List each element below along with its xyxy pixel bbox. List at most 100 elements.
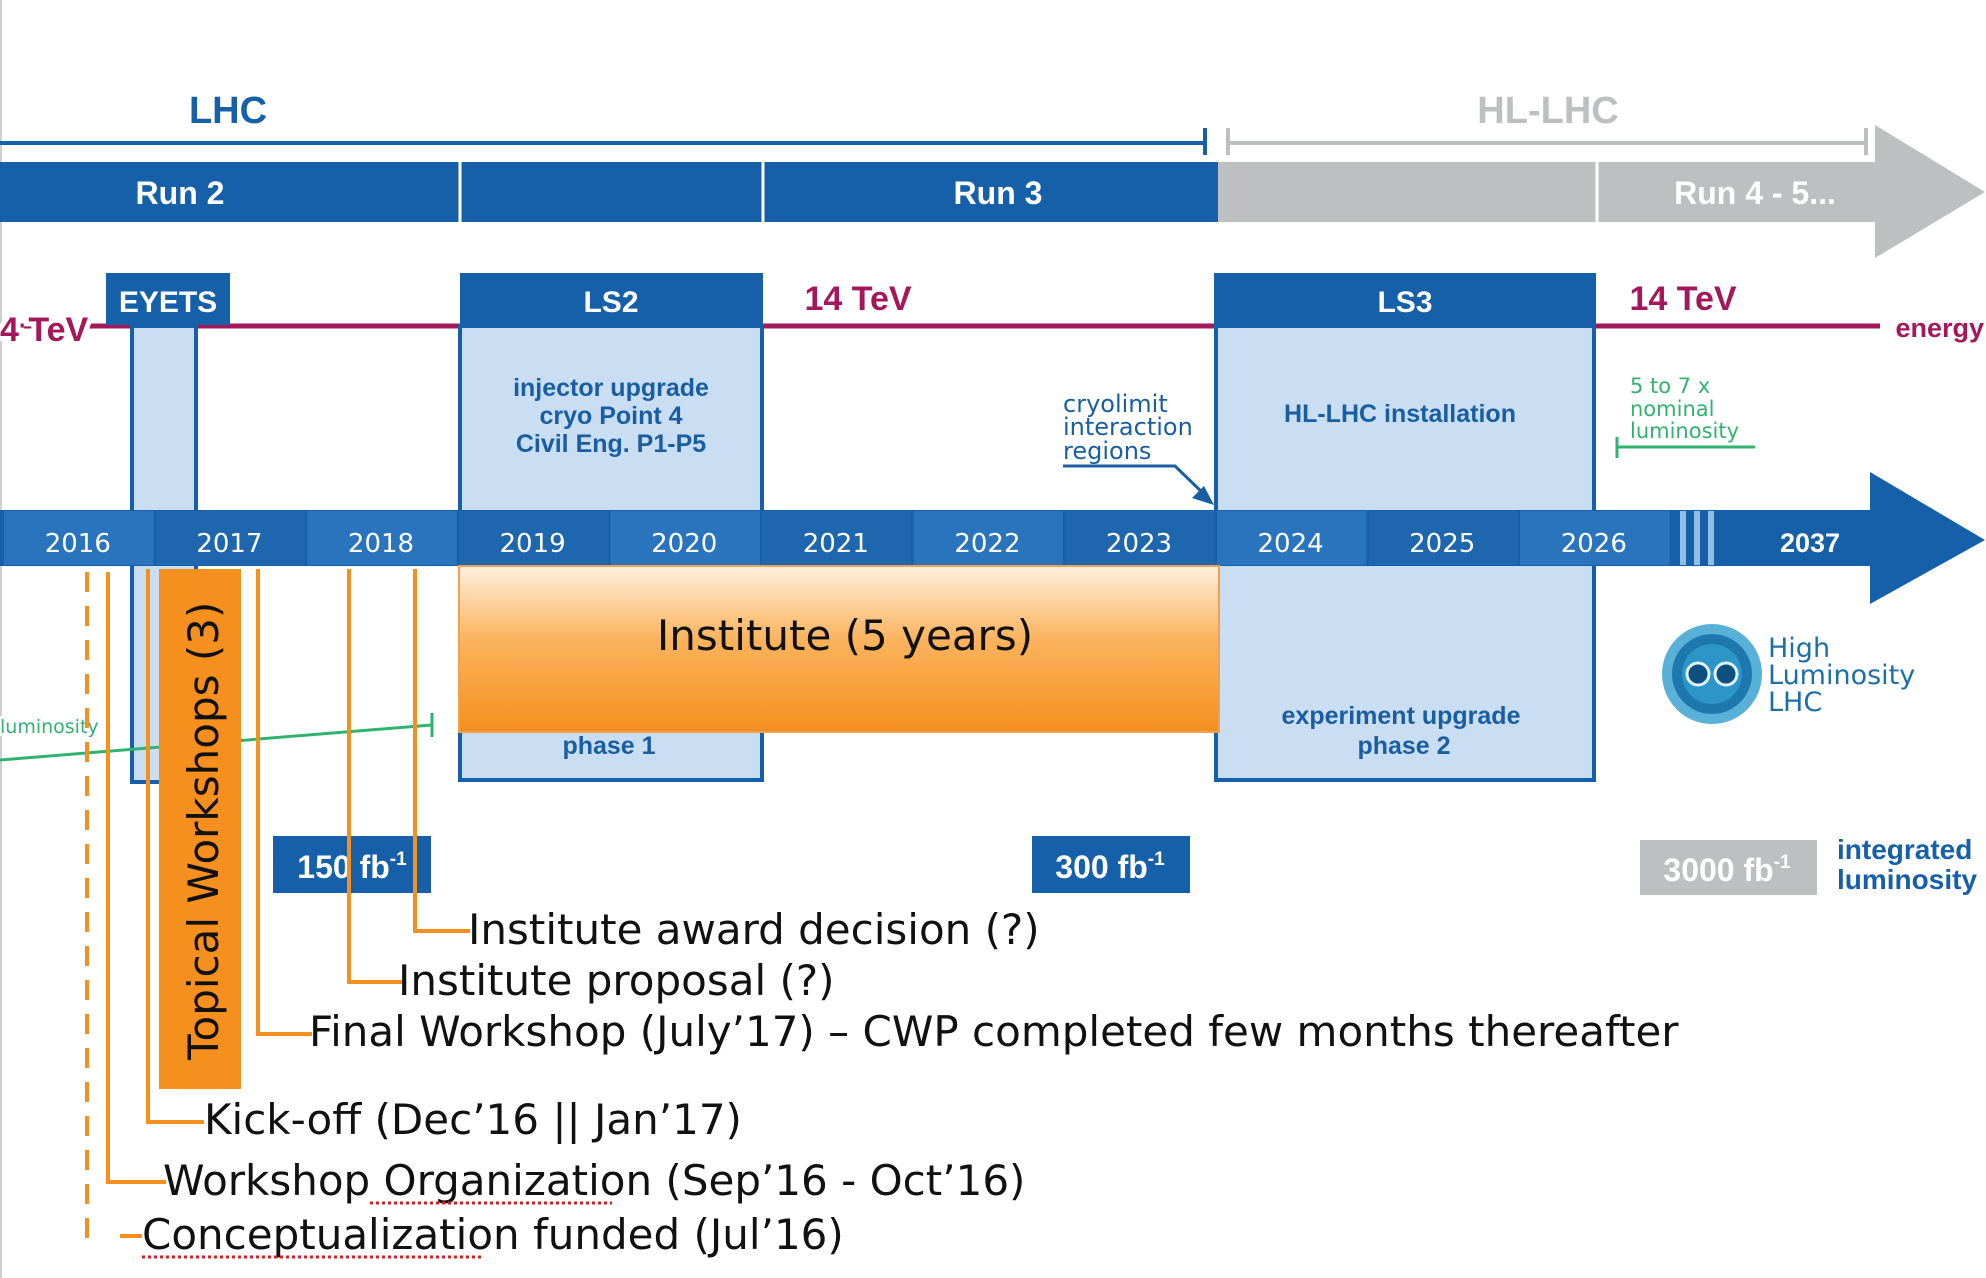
year-cell — [307, 511, 457, 565]
year-label-2026: 2026 — [1561, 529, 1627, 559]
milestone-conceptualization-rest: funded (Jul’16) — [520, 1210, 844, 1259]
eyets-label: EYETS — [119, 286, 217, 319]
institute-bar — [458, 565, 1220, 733]
connector-organization — [106, 572, 166, 1184]
milestone-kickoff: Kick-off (Dec’16 || Jan’17) — [204, 1095, 742, 1144]
topical-workshops-label: Topical Workshops (3) — [179, 602, 228, 1061]
year-label-2017: 2017 — [196, 529, 262, 559]
connector-proposal — [347, 569, 402, 984]
year-label-2037: 2037 — [1780, 528, 1840, 558]
logo-line-1: High — [1768, 633, 1830, 664]
lumi-150-base: 150 fb — [297, 849, 389, 885]
cryolimit-line-2: interaction — [1063, 413, 1193, 441]
milestone-conceptualization: Conceptualization funded (Jul’16) — [142, 1210, 844, 1259]
logo-line-3: LHC — [1768, 687, 1822, 718]
logo-line-2: Luminosity — [1768, 660, 1915, 691]
cryolimit-arrow-head — [1192, 486, 1214, 505]
year-label-2023: 2023 — [1106, 529, 1172, 559]
lumi-300-sup: -1 — [1148, 849, 1165, 870]
lumi-300-label: 300 fb-1 — [1055, 849, 1165, 885]
ls3-header — [1214, 273, 1596, 326]
cryolimit-line-1: cryolimit — [1063, 390, 1168, 418]
ls2-work-line-3: Civil Eng. P1-P5 — [516, 430, 706, 458]
year-cell — [1065, 511, 1215, 565]
ls3-phase-line-2: phase 2 — [1357, 732, 1450, 760]
logo-ring-inner — [1682, 644, 1742, 704]
ls3-work-title: HL-LHC installation — [1284, 400, 1516, 428]
lumi-3000-label: 3000 fb-1 — [1663, 852, 1791, 888]
integrated-label-1: integrated — [1837, 834, 1972, 865]
ls2-header — [460, 273, 763, 326]
energy-14tev-label-1: 14 TeV — [804, 280, 911, 318]
run-4-5-label: Run 4 - 5... — [1674, 175, 1836, 211]
energy-4tev-label: 4 TeV — [0, 311, 89, 349]
energy-label: energy — [1895, 313, 1984, 343]
run-bar-lhc — [0, 162, 1218, 222]
hl-lhc-logo: High Luminosity LHC — [1662, 624, 1915, 724]
connector-award — [413, 569, 470, 933]
eyets-header — [106, 273, 230, 325]
logo-beam-right — [1713, 661, 1739, 687]
year-label-2018: 2018 — [348, 529, 414, 559]
year-cell — [1216, 511, 1367, 565]
cryolimit-arrow-line — [1063, 464, 1208, 498]
run-3-label: Run 3 — [954, 175, 1043, 211]
year-cell — [610, 511, 760, 565]
connector-kickoff — [146, 569, 204, 1124]
lumi-150-label: 150 fb-1 — [297, 849, 407, 885]
year-label-2022: 2022 — [954, 529, 1020, 559]
lumi-300-box — [1032, 836, 1190, 893]
year-cell — [1520, 511, 1670, 565]
lumi-150-sup: -1 — [390, 849, 407, 870]
year-label-2016: 2016 — [45, 529, 111, 559]
year-cell — [4, 511, 154, 565]
lumi-300-base: 300 fb — [1055, 849, 1147, 885]
cryolimit-line-3: regions — [1063, 437, 1151, 465]
ls2-phase-label: phase 1 — [562, 732, 655, 760]
year-cell — [913, 511, 1064, 565]
phase-lhc-label: LHC — [189, 90, 267, 132]
integrated-label-2: luminosity — [1837, 864, 1977, 895]
milestone-organization-word: Workshop Organization — [163, 1156, 652, 1205]
year-label-2019: 2019 — [500, 529, 566, 559]
milestone-organization: Workshop Organization (Sep’16 - Oct’16) — [163, 1156, 1025, 1205]
luminosity-label: luminosity — [0, 716, 99, 738]
connector-conceptualization — [85, 572, 97, 1238]
phase-hl-lhc-label: HL-LHC — [1477, 90, 1618, 132]
year-cell — [458, 511, 609, 565]
year-label-2025: 2025 — [1409, 529, 1475, 559]
year-label-2020: 2020 — [651, 529, 717, 559]
year-cell — [762, 511, 912, 565]
logo-beam-left — [1685, 661, 1711, 687]
lumi-150-box — [273, 836, 431, 893]
nominal-line-1: 5 to 7 x — [1630, 374, 1710, 398]
energy-14tev-label-2: 14 TeV — [1629, 280, 1736, 318]
year-cell — [155, 511, 306, 565]
ls2-work-line-1: injector upgrade — [513, 374, 709, 402]
lumi-3000-sup: -1 — [1774, 852, 1791, 873]
ls3-label: LS3 — [1377, 286, 1432, 319]
topical-workshops-bar — [159, 569, 241, 1089]
axis-break-mark — [1694, 511, 1700, 565]
nominal-line-2: nominal — [1630, 397, 1714, 421]
milestone-conceptualization-word: Conceptualization — [142, 1210, 520, 1259]
lumi-3000-box — [1640, 840, 1817, 895]
milestone-proposal: Institute proposal (?) — [398, 956, 835, 1005]
connector-final-workshop — [256, 569, 312, 1036]
lumi-3000-base: 3000 fb — [1663, 852, 1773, 888]
year-label-2024: 2024 — [1258, 529, 1324, 559]
milestone-organization-rest: (Sep’16 - Oct’16) — [652, 1156, 1025, 1205]
axis-break-mark — [1708, 511, 1714, 565]
nominal-line-3: luminosity — [1630, 419, 1739, 443]
ls2-label: LS2 — [583, 286, 638, 319]
milestone-award: Institute award decision (?) — [468, 905, 1040, 954]
ls3-phase-line-1: experiment upgrade — [1282, 702, 1521, 730]
run-2-label: Run 2 — [136, 175, 225, 211]
institute-label: Institute (5 years) — [657, 611, 1033, 660]
milestone-final-workshop: Final Workshop (July’17) – CWP completed… — [309, 1007, 1679, 1056]
ls2-work-line-2: cryo Point 4 — [539, 402, 682, 430]
milestone-connectors — [85, 569, 470, 1238]
run-bar-hl-arrow — [1218, 125, 1985, 258]
